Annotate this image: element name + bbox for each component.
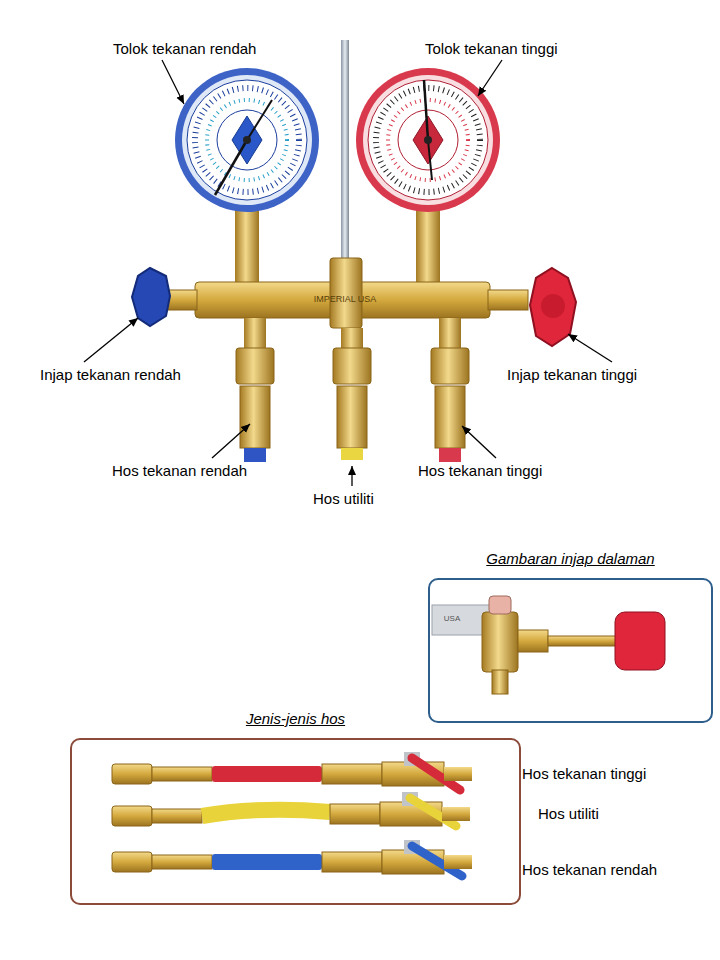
- framed-panel: Gambaran injap dalaman: [428, 546, 713, 723]
- panel-heading: Jenis-jenis hos: [70, 706, 521, 728]
- panel-frame: [428, 578, 713, 723]
- part-label: Injap tekanan rendah: [40, 366, 181, 384]
- part-label: Hos tekanan rendah: [112, 462, 247, 480]
- panel-frame: [70, 738, 521, 905]
- part-label: Injap tekanan tinggi: [507, 366, 637, 384]
- part-label: Hos tekanan tinggi: [522, 765, 646, 783]
- panel-heading: Gambaran injap dalaman: [428, 546, 713, 568]
- part-label: Hos utiliti: [538, 805, 599, 823]
- part-label: Hos utiliti: [313, 490, 374, 508]
- part-label: Hos tekanan tinggi: [418, 462, 542, 480]
- stamped-text: IMPERIAL USA: [314, 294, 377, 305]
- part-label: Hos tekanan rendah: [522, 861, 657, 879]
- part-label: Tolok tekanan tinggi: [425, 40, 558, 58]
- framed-panel: Jenis-jenis hos: [70, 706, 521, 905]
- part-label: Tolok tekanan rendah: [113, 40, 256, 58]
- stamped-text: USA: [444, 614, 460, 624]
